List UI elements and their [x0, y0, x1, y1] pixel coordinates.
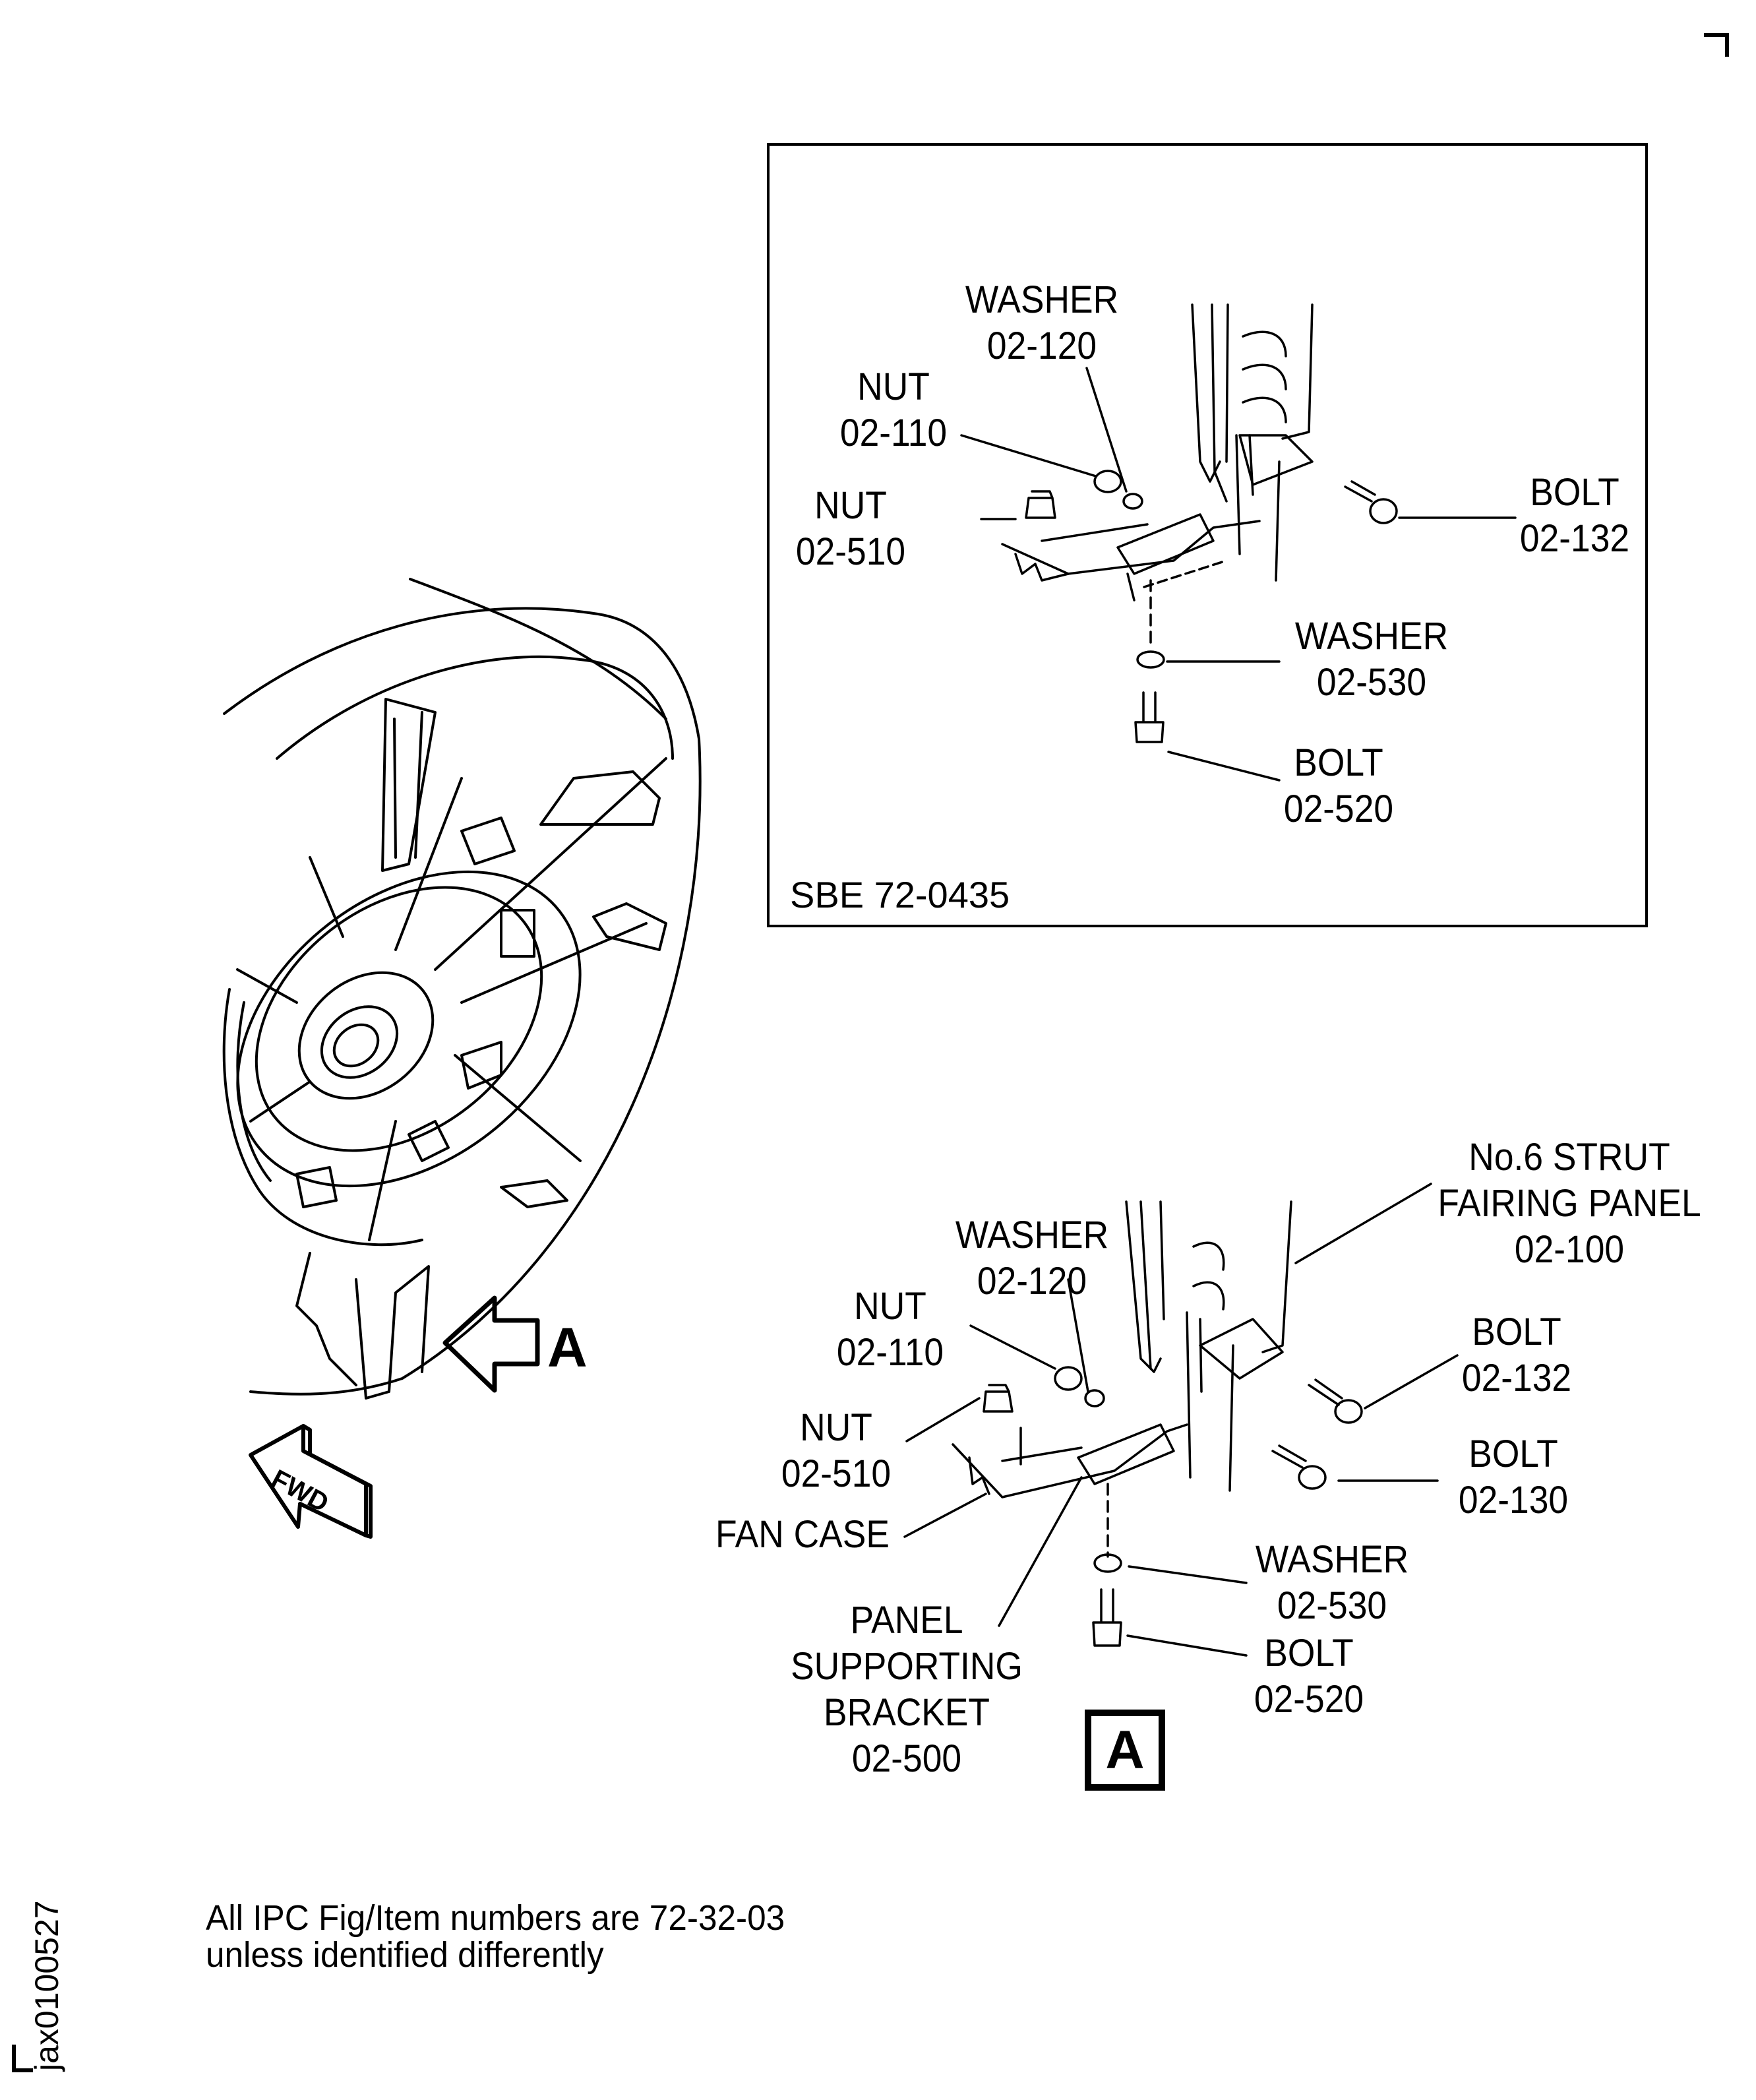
footnote-line1: All IPC Fig/Item numbers are 72-32-03: [206, 1898, 785, 1938]
label-nut-510: NUT 02-510: [775, 1405, 897, 1497]
sbe-inset-frame: [767, 143, 1648, 927]
label-bolt-520: BOLT 02-520: [1248, 1630, 1370, 1723]
part-name: FAN CASE: [715, 1513, 890, 1556]
part-name: BOLT: [1530, 471, 1620, 514]
label-nut-110: NUT 02-110: [830, 1283, 951, 1376]
part-name-line1: PANEL: [850, 1599, 963, 1642]
view-a-arrow-label: A: [547, 1316, 588, 1378]
inset-drawing: [960, 303, 1517, 782]
label-strut-fairing-panel: No.6 STRUT FAIRING PANEL 02-100: [1436, 1134, 1703, 1273]
part-number: 02-510: [795, 530, 906, 573]
corner-mark-bottom-left: [12, 2045, 33, 2072]
part-name-line3: BRACKET: [823, 1691, 990, 1734]
footnote: All IPC Fig/Item numbers are 72-32-03 un…: [206, 1899, 785, 1973]
part-number: 02-120: [986, 324, 1097, 367]
part-name: BOLT: [1472, 1311, 1561, 1353]
part-number: 02-500: [851, 1737, 962, 1780]
part-name: NUT: [854, 1285, 926, 1328]
part-name-line2: FAIRING PANEL: [1438, 1182, 1701, 1225]
fwd-arrow-icon: [249, 1424, 373, 1539]
part-name: NUT: [814, 484, 887, 527]
label-bolt-130: BOLT 02-130: [1453, 1431, 1574, 1524]
view-a-title-box: A: [1085, 1710, 1165, 1791]
label-panel-supporting-bracket: PANEL SUPPORTING BRACKET 02-500: [779, 1597, 1034, 1782]
inset-label-washer-530: WASHER 02-530: [1287, 613, 1457, 706]
inset-label-nut-510: NUT 02-510: [790, 483, 911, 575]
view-a-drawing: [903, 1183, 1459, 1657]
part-number: 02-510: [781, 1452, 892, 1495]
inset-label-washer-120: WASHER 02-120: [957, 277, 1127, 369]
inset-label-bolt-132: BOLT 02-132: [1514, 470, 1635, 562]
part-number: 02-520: [1283, 788, 1394, 830]
part-name: WASHER: [1255, 1538, 1409, 1581]
part-number: 02-132: [1461, 1357, 1572, 1400]
part-name: WASHER: [965, 278, 1119, 321]
fan-overview-drawing: [222, 578, 702, 1400]
part-number: 02-530: [1277, 1584, 1387, 1627]
part-number: 02-130: [1458, 1479, 1569, 1522]
part-number: 02-132: [1519, 517, 1630, 560]
part-name-line2: SUPPORTING: [791, 1645, 1023, 1688]
label-bolt-132: BOLT 02-132: [1456, 1309, 1577, 1402]
label-washer-120: WASHER 02-120: [947, 1212, 1117, 1305]
part-name-line1: No.6 STRUT: [1468, 1136, 1670, 1179]
part-number: 02-100: [1514, 1228, 1625, 1271]
inset-label-nut-110: NUT 02-110: [833, 364, 954, 456]
part-number: 02-520: [1254, 1678, 1364, 1721]
part-name: BOLT: [1264, 1632, 1354, 1675]
part-name: BOLT: [1294, 741, 1383, 784]
part-number: 02-120: [977, 1260, 1087, 1303]
footnote-line2: unless identified differently: [206, 1935, 604, 1975]
part-name: NUT: [857, 365, 930, 408]
part-number: 02-530: [1316, 661, 1427, 704]
view-a-arrow-icon: [442, 1295, 540, 1393]
part-name: WASHER: [1294, 615, 1449, 658]
part-name: BOLT: [1468, 1433, 1558, 1475]
inset-label-bolt-520: BOLT 02-520: [1278, 740, 1399, 832]
part-number: 02-110: [836, 1331, 944, 1374]
label-fan-case: FAN CASE: [715, 1512, 890, 1558]
corner-mark-top-right: [1704, 33, 1729, 57]
label-washer-530: WASHER 02-530: [1247, 1537, 1417, 1629]
part-number: 02-110: [839, 412, 948, 454]
sbe-reference: SBE 72-0435: [790, 874, 1010, 915]
part-name: NUT: [800, 1406, 872, 1449]
part-name: WASHER: [955, 1214, 1109, 1256]
document-id: jax0100527: [28, 1900, 65, 2071]
